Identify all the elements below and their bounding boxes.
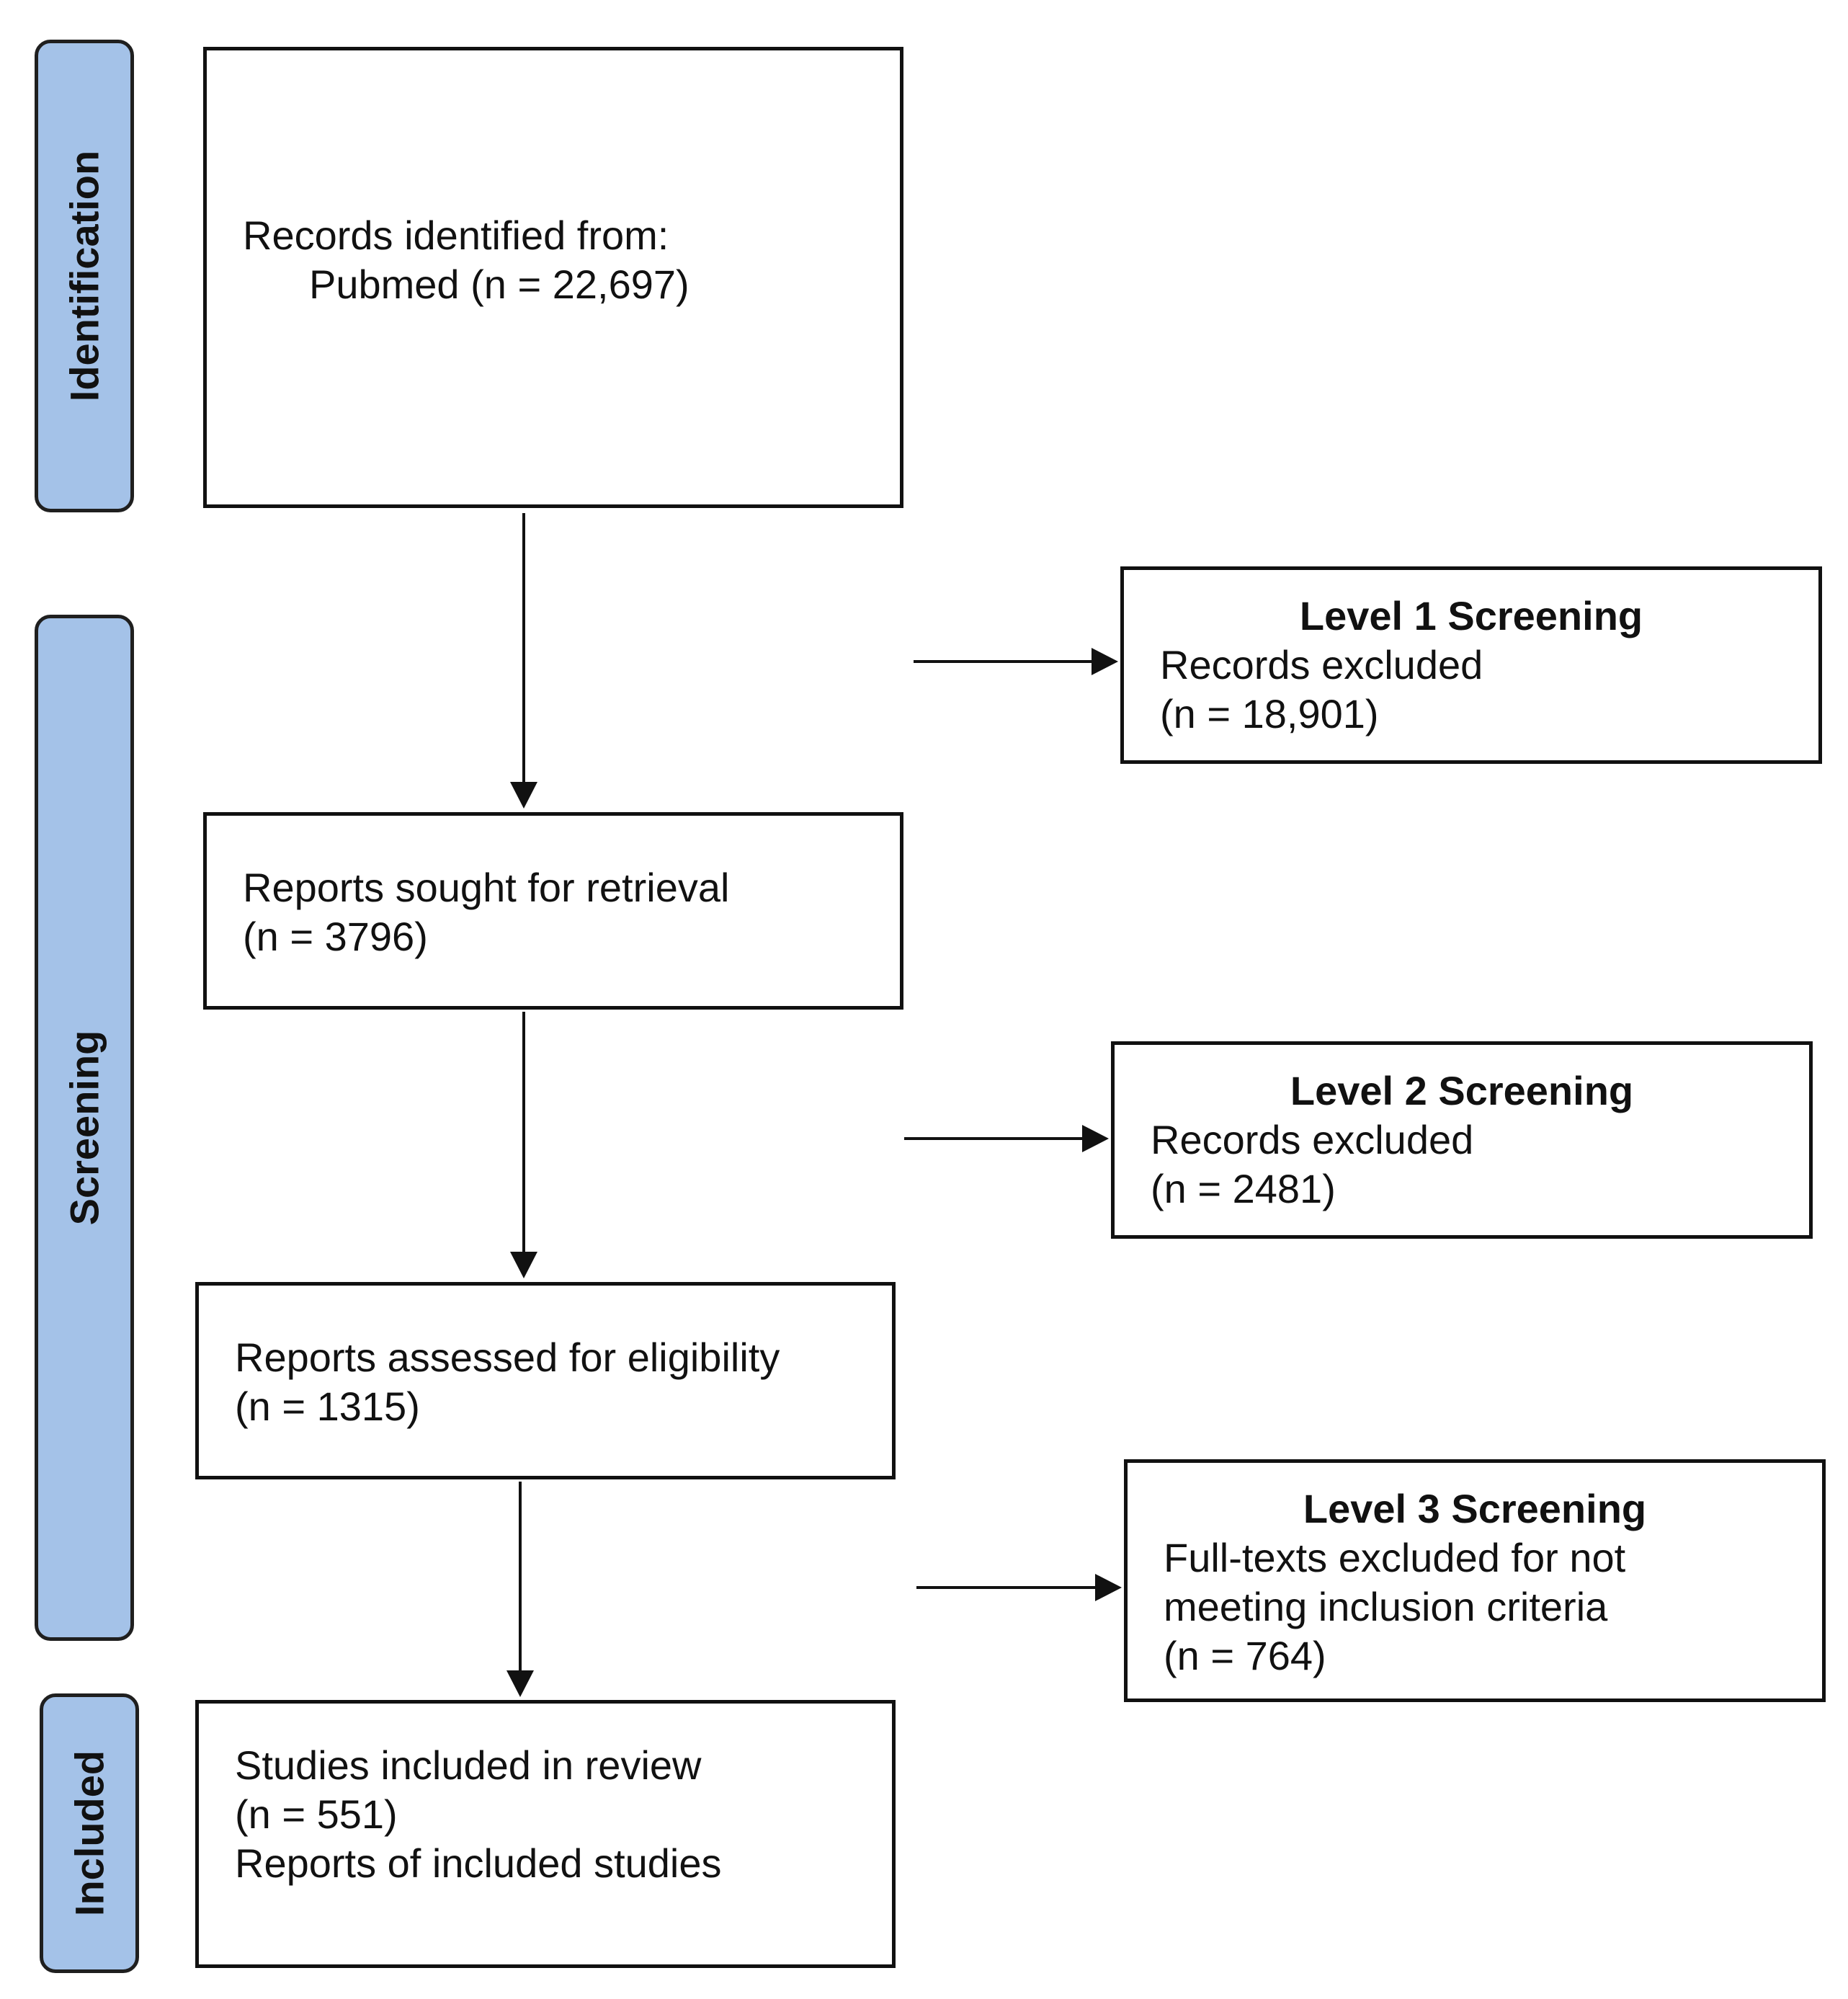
reports-sought-label: Reports sought for retrieval <box>243 865 730 910</box>
phase-identification: Identification <box>35 40 134 512</box>
level1-screening-title: Level 1 Screening <box>1299 593 1643 638</box>
phase-included: Included <box>40 1693 139 1973</box>
level3-screening-box: Level 3 Screening Full-texts excluded fo… <box>1124 1459 1826 1702</box>
arrow-sought-to-assessed-head <box>510 1252 537 1278</box>
studies-included-reports: Reports of included studies <box>235 1840 722 1886</box>
reports-assessed-label: Reports assessed for eligibility <box>235 1335 780 1380</box>
level3-excluded-count: (n = 764) <box>1164 1633 1326 1678</box>
level1-excluded-count: (n = 18,901) <box>1160 691 1379 736</box>
arrow-level2-head <box>1082 1125 1109 1152</box>
arrow-level1-head <box>1092 648 1118 675</box>
reports-sought-box: Reports sought for retrieval (n = 3796) <box>203 812 903 1010</box>
reports-sought-count: (n = 3796) <box>243 914 428 959</box>
records-identified-count: Pubmed (n = 22,697) <box>309 262 689 307</box>
studies-included-box: Studies included in review (n = 551) Rep… <box>195 1700 896 1968</box>
level2-screening-title: Level 2 Screening <box>1290 1068 1634 1113</box>
level3-screening-title: Level 3 Screening <box>1303 1486 1647 1531</box>
level3-excluded-label: Full-texts excluded for not <box>1164 1535 1626 1580</box>
arrow-level3-head <box>1095 1574 1122 1601</box>
reports-assessed-box: Reports assessed for eligibility (n = 13… <box>195 1282 896 1479</box>
reports-assessed-count: (n = 1315) <box>235 1384 420 1429</box>
level3-excluded-criteria: meeting inclusion criteria <box>1164 1584 1608 1629</box>
level1-excluded-label: Records excluded <box>1160 642 1483 687</box>
level1-screening-box: Level 1 Screening Records excluded (n = … <box>1120 566 1822 764</box>
arrow-assessed-to-included-head <box>506 1670 534 1697</box>
studies-included-label: Studies included in review <box>235 1742 702 1788</box>
level2-excluded-count: (n = 2481) <box>1151 1166 1336 1211</box>
phase-screening: Screening <box>35 615 134 1641</box>
records-identified-heading: Records identified from: <box>243 213 669 258</box>
level2-screening-box: Level 2 Screening Records excluded (n = … <box>1111 1041 1813 1239</box>
arrow-identified-to-sought-head <box>510 782 537 809</box>
level2-excluded-label: Records excluded <box>1151 1117 1474 1162</box>
records-identified-box: Records identified from: Pubmed (n = 22,… <box>203 47 903 508</box>
studies-included-count: (n = 551) <box>235 1791 398 1837</box>
